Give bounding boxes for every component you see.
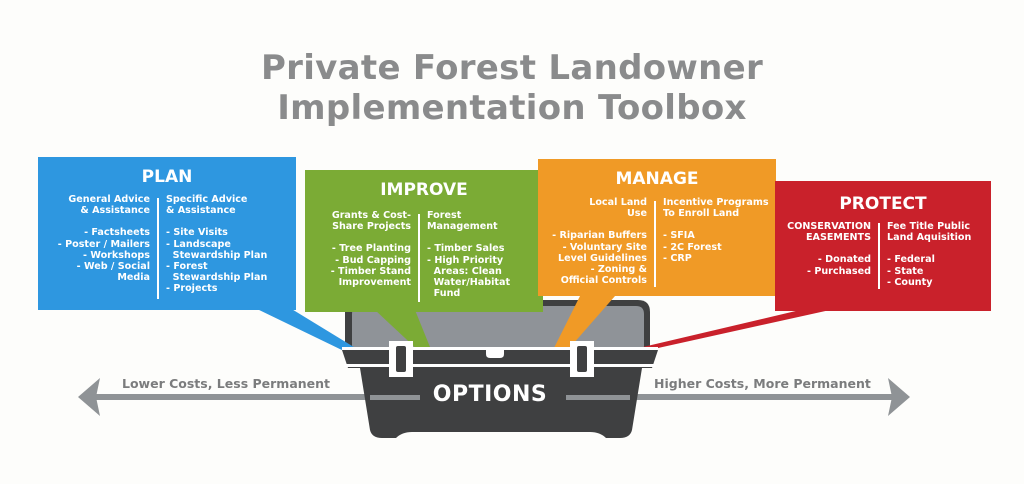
plan-left-header: General Advice & Assistance xyxy=(68,194,150,217)
protect-right-items: - Federal - State - County xyxy=(887,254,935,288)
protect-right-header: Fee Title Public Land Aquisition xyxy=(887,221,972,244)
arrow-right-label: Higher Costs, More Permanent xyxy=(654,376,871,391)
title-line-1: Private Forest Landowner xyxy=(260,48,764,88)
plan-pointer xyxy=(255,308,362,352)
manage-pointer xyxy=(552,296,615,352)
plan-left-items: - Factsheets - Poster / Mailers - Worksh… xyxy=(57,227,150,284)
manage-box: MANAGE Local Land Use - Riparian Buffers… xyxy=(538,159,776,296)
improve-box: IMPROVE Grants & Cost- Share Projects - … xyxy=(305,170,543,312)
plan-right-items: - Site Visits - Landscape Stewardship Pl… xyxy=(166,227,268,295)
toolbox-body xyxy=(342,341,658,438)
plan-right-header: Specific Advice & Assistance xyxy=(166,194,248,217)
improve-pointer xyxy=(375,310,432,352)
title-line-2: Implementation Toolbox xyxy=(277,88,747,128)
plan-box-bg xyxy=(38,157,296,310)
toolbox-options-label: OPTIONS xyxy=(432,382,548,407)
plan-heading: PLAN xyxy=(141,167,193,187)
protect-box: PROTECT CONSERVATION EASEMENTS - Donated… xyxy=(775,181,991,311)
manage-left-items: - Riparian Buffers - Voluntary Site Leve… xyxy=(552,230,647,287)
manage-right-header: Incentive Programs To Enroll Land xyxy=(663,197,769,220)
improve-left-header: Grants & Cost- Share Projects xyxy=(331,210,411,233)
protect-left-header: CONSERVATION EASEMENTS xyxy=(787,221,871,244)
manage-right-items: - SFIA - 2C Forest - CRP xyxy=(663,230,722,264)
manage-divider xyxy=(654,201,656,287)
plan-box: PLAN General Advice & Assistance - Facts… xyxy=(38,157,296,310)
manage-box-bg xyxy=(538,159,776,296)
protect-heading: PROTECT xyxy=(839,194,927,214)
improve-right-items: - Timber Sales - High Priority Areas: Cl… xyxy=(427,243,511,300)
improve-left-items: - Tree Planting - Bud Capping - Timber S… xyxy=(330,243,411,289)
plan-divider xyxy=(157,198,159,299)
improve-heading: IMPROVE xyxy=(380,180,468,200)
manage-left-header: Local Land Use xyxy=(589,197,647,220)
protect-box-bg xyxy=(775,181,991,311)
arrow-left-label: Lower Costs, Less Permanent xyxy=(122,376,331,391)
improve-divider xyxy=(418,214,420,302)
protect-pointer xyxy=(622,310,830,352)
manage-heading: MANAGE xyxy=(615,169,699,189)
protect-divider xyxy=(878,223,880,289)
improve-box-bg xyxy=(305,170,543,312)
improve-right-header: Forest Management xyxy=(427,210,498,233)
protect-left-items: - Donated - Purchased xyxy=(807,254,871,277)
